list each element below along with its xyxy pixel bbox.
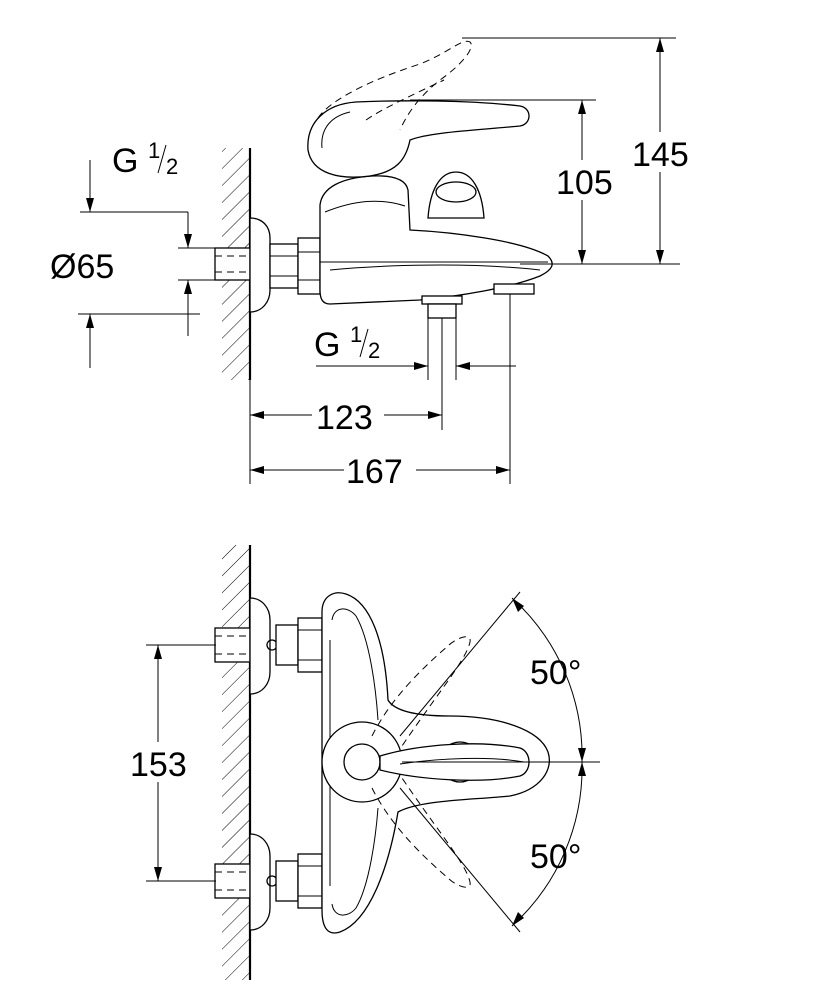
thread-bottom-denominator: 2 — [368, 338, 380, 363]
thread-bottom-label: G — [314, 326, 340, 364]
connector-side — [214, 217, 321, 313]
height-total-label: 145 — [632, 136, 689, 174]
dim-spacing: 153 — [128, 644, 216, 882]
mixer-body-top — [321, 592, 550, 934]
height-lever-label: 105 — [556, 164, 613, 202]
side-view: G 1 2 Ø65 105 — [50, 37, 694, 491]
thread-top-numerator: 1 — [148, 138, 160, 163]
thread-top-denominator: 2 — [166, 154, 178, 179]
thread-bottom-numerator: 1 — [350, 322, 362, 347]
mixer-body-side — [307, 40, 553, 319]
spacing-label: 153 — [130, 746, 187, 784]
dim-diameter: Ø65 — [50, 248, 215, 368]
dim-angles: 50° 50° — [399, 591, 600, 933]
dim-height-total: 145 — [462, 37, 694, 264]
dim-thread-top: G 1 2 — [80, 138, 215, 249]
dim-dist-outlet: 123 — [249, 318, 443, 484]
connector-top-upper — [214, 597, 323, 695]
dist-spout-label: 167 — [346, 453, 403, 491]
thread-top-label: G — [112, 142, 138, 180]
dim-dist-spout: 167 — [250, 294, 511, 491]
angle-up-label: 50° — [530, 654, 581, 692]
wall-top — [222, 545, 252, 980]
dim-thread-bottom: G 1 2 — [314, 318, 516, 380]
top-view: 153 50° 50° — [128, 545, 600, 980]
diameter-label: Ø65 — [50, 248, 114, 286]
dim-height-lever: 105 — [410, 99, 680, 265]
connector-top-lower — [214, 833, 323, 931]
dist-outlet-label: 123 — [316, 399, 373, 437]
angle-down-label: 50° — [530, 838, 581, 876]
